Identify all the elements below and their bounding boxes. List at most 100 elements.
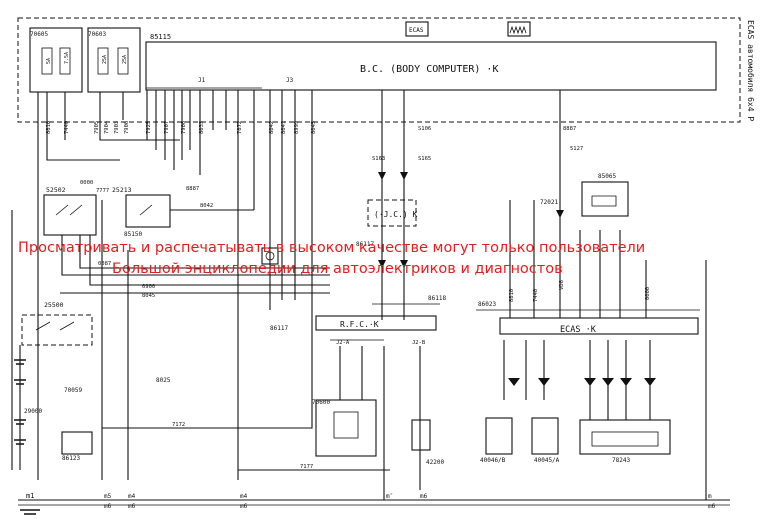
fuse-block-70603 xyxy=(87,27,141,93)
wire-code: 8887 xyxy=(563,126,576,132)
component-85065 xyxy=(581,181,629,217)
ecas-control-label: ECAS ·K xyxy=(560,325,597,335)
ecas-small-box xyxy=(405,21,429,37)
valve-block-78243 xyxy=(579,419,671,455)
jc-code: 86117 xyxy=(356,241,374,248)
ground-label: m6 xyxy=(240,503,248,510)
wire-code: 7172 xyxy=(172,422,185,428)
conn-label: J2-A xyxy=(336,340,350,346)
ground-label: m6 xyxy=(104,503,112,510)
wire-code: 8045 xyxy=(142,293,155,299)
ground-label: m5 xyxy=(104,493,112,500)
conn-j3-label: J3 xyxy=(286,77,294,84)
component-70600-code: 70600 xyxy=(312,399,330,406)
sensor-40045a xyxy=(531,417,559,455)
watermark-line2: Большой энциклопедии для автоэлектриков … xyxy=(112,261,563,277)
battery-icon xyxy=(14,359,26,385)
wire-code: 8042 xyxy=(200,203,213,209)
ground-label: m6 xyxy=(708,503,716,510)
wire-code: 7872 xyxy=(237,121,243,134)
sensor-40046b-code: 40046/B xyxy=(480,457,506,464)
wire-code: 7907 xyxy=(164,121,170,134)
wire-code: 8045 xyxy=(311,121,317,134)
rfc-module xyxy=(315,315,437,331)
sensor-40046b xyxy=(485,417,513,455)
wire-code: 0000 xyxy=(80,180,93,186)
wire-code: 7904 xyxy=(104,120,110,134)
fuse-25a-2 xyxy=(117,47,129,75)
ecas-small-label: ECAS xyxy=(409,27,424,34)
component-42200 xyxy=(411,419,431,451)
ground-label: m″ xyxy=(386,493,393,500)
fuse-block-70605 xyxy=(29,27,83,93)
wire-code: 8041 xyxy=(281,121,287,134)
fuse-label: S163 xyxy=(372,156,385,162)
jc-module xyxy=(367,199,417,227)
fuse-25a-1 xyxy=(97,47,109,75)
relay-85150-code: 85150 xyxy=(124,231,142,238)
wire-code: 0900 xyxy=(142,284,155,290)
component-85065-code: 85065 xyxy=(598,173,616,180)
module-86123 xyxy=(61,431,93,455)
ground-icon xyxy=(20,509,40,515)
jc-code2: 86118 xyxy=(428,295,446,302)
valve-block-78243-code: 78243 xyxy=(612,457,630,464)
conn-label: J2-B xyxy=(412,340,426,346)
wire-code: 7777 xyxy=(96,188,109,194)
relay-25500-code: 25500 xyxy=(44,301,64,309)
battery-29000-code: 29000 xyxy=(24,408,42,415)
wire-code: 7925 xyxy=(146,121,152,134)
ground-label: m4 xyxy=(240,493,248,500)
ground-label: m4 xyxy=(128,493,136,500)
wire-code: 7905 xyxy=(94,121,100,134)
wire-code: 5127 xyxy=(570,146,583,152)
relay-70059-code: 70059 xyxy=(64,387,82,394)
bc-code: 85115 xyxy=(150,33,171,41)
wire-code: 7440 xyxy=(64,121,70,134)
body-computer-label: B.C. (BODY COMPUTER) ·K xyxy=(360,64,498,75)
component-42200-code: 42200 xyxy=(426,459,444,466)
fuse-label: S106 xyxy=(418,126,431,132)
ground-label: m6 xyxy=(420,493,428,500)
wire-code: 7177 xyxy=(300,464,313,470)
wire-code: 8999 xyxy=(294,121,300,134)
relay-25213 xyxy=(125,194,171,228)
ground-label: m6 xyxy=(128,503,136,510)
module-86117-code: 86117 xyxy=(270,325,288,332)
fuse-block-70605-code: 70605 xyxy=(30,31,48,38)
wire-code: 8810 xyxy=(509,289,515,302)
relay-52502-code: 52502 xyxy=(46,186,66,194)
conn-j1-label: J1 xyxy=(198,77,206,84)
truck-icon xyxy=(591,195,617,207)
relay-52502 xyxy=(43,194,97,236)
relay-25500-box xyxy=(21,314,93,346)
component-72021-code: 72021 xyxy=(540,199,558,206)
fuse-label: S165 xyxy=(418,156,431,162)
sensor-s105 xyxy=(261,247,279,265)
ecas-wave-icon xyxy=(509,25,527,35)
body-computer-box xyxy=(145,41,717,91)
ecas-warning-box xyxy=(507,21,531,37)
relay-25213-code: 25213 xyxy=(112,186,132,194)
fuse-block-70603-code: 70603 xyxy=(88,31,106,38)
wire-code: VD8 xyxy=(559,280,565,290)
ecas-control-module xyxy=(499,317,699,335)
body-computer-housing xyxy=(17,17,741,123)
ecas-code: 86023 xyxy=(478,301,496,308)
module-86123-code: 86123 xyxy=(62,455,80,462)
wire-code: 0000 xyxy=(645,287,651,300)
fuse-5a-label: 5A xyxy=(46,58,52,64)
wire-code: 8042 xyxy=(269,121,275,134)
fuse-5a xyxy=(41,47,53,75)
fuse-25a-1-label: 25A xyxy=(102,55,108,64)
wire-code: 8887 xyxy=(186,186,199,192)
watermark-line1: Просматривать и распечатывать в высоком … xyxy=(18,240,645,256)
wire-code: 7903 xyxy=(114,121,120,134)
ground-label: m xyxy=(708,493,712,500)
sensor-40045a-code: 40045/A xyxy=(534,457,560,464)
rfc-module-label: R.F.C.·K xyxy=(340,320,379,329)
wire-code: 7440 xyxy=(533,289,539,302)
wire-8025-label: 8025 xyxy=(156,377,171,384)
wire-code: 0087 xyxy=(98,261,111,267)
